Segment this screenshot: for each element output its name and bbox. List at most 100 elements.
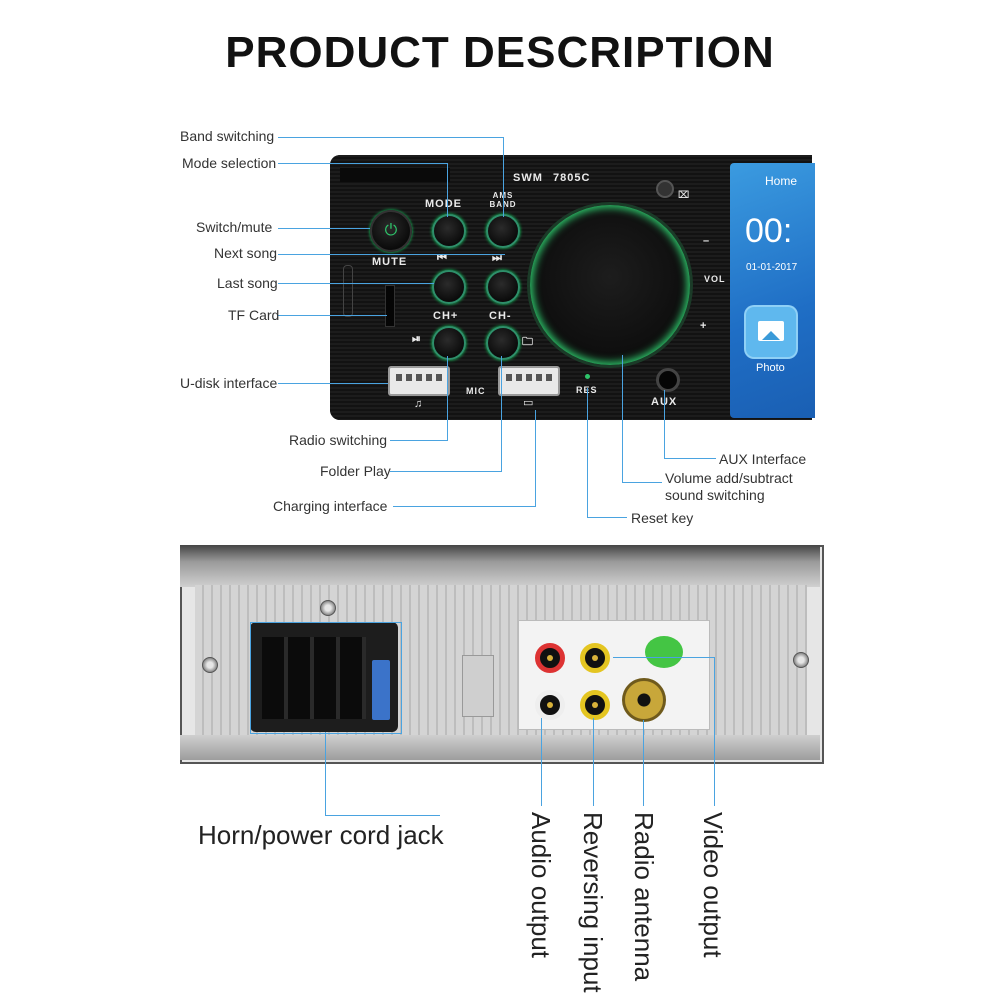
res-label: RES bbox=[576, 385, 598, 395]
line-udisk bbox=[278, 383, 388, 384]
music-note-icon: ♫ bbox=[414, 398, 424, 410]
page-title: PRODUCT DESCRIPTION bbox=[225, 28, 775, 77]
ch-plus-button[interactable] bbox=[432, 326, 466, 360]
slot-left bbox=[343, 265, 353, 317]
label-reversing-input: Reversing input bbox=[578, 812, 608, 993]
rca-reversing-in[interactable] bbox=[580, 690, 610, 720]
aux-jack[interactable] bbox=[656, 368, 680, 392]
aux-label: AUX bbox=[651, 396, 677, 408]
line-video bbox=[714, 657, 715, 806]
screen-home[interactable]: Home bbox=[765, 174, 798, 188]
line-radio-v bbox=[447, 356, 448, 440]
reset-hole[interactable] bbox=[585, 374, 590, 379]
ground-bracket bbox=[462, 655, 494, 717]
callout-folder-play: Folder Play bbox=[320, 463, 391, 479]
line-reset bbox=[587, 517, 627, 518]
callout-volume-1: Volume add/subtract bbox=[665, 470, 793, 486]
brand-label: SWM bbox=[513, 172, 543, 184]
lcd-screen bbox=[730, 163, 815, 418]
label-horn-power: Horn/power cord jack bbox=[198, 820, 444, 850]
folder-icon: 🗀 bbox=[522, 336, 534, 348]
vol-label: VOL bbox=[704, 274, 726, 284]
power-mute-button[interactable]: ⏻ bbox=[370, 210, 412, 252]
band-label: BAND bbox=[487, 201, 519, 209]
rear-panel-bottom bbox=[180, 735, 820, 760]
callout-volume-2: sound switching bbox=[665, 487, 765, 503]
mode-button[interactable] bbox=[432, 214, 466, 248]
green-sticker bbox=[645, 636, 683, 668]
screen-photo-label: Photo bbox=[756, 362, 785, 374]
callout-charging: Charging interface bbox=[273, 498, 388, 514]
prev-icon: ⏮ bbox=[437, 252, 448, 264]
screw-left bbox=[202, 657, 218, 673]
ch-plus-label: CH+ bbox=[433, 310, 459, 322]
fuse bbox=[372, 660, 390, 720]
line-aux-v bbox=[664, 390, 665, 458]
volume-knob[interactable] bbox=[530, 205, 690, 365]
ch-minus-button[interactable] bbox=[486, 326, 520, 360]
label-radio-antenna: Radio antenna bbox=[629, 812, 659, 982]
line-vol-v bbox=[622, 355, 623, 483]
line-mode-v bbox=[447, 163, 448, 217]
callout-reset: Reset key bbox=[631, 510, 694, 526]
label-audio-output: Audio output bbox=[526, 812, 556, 959]
callout-mode-selection: Mode selection bbox=[182, 155, 277, 171]
mic-label: MIC bbox=[466, 386, 486, 396]
callout-switch-mute: Switch/mute bbox=[196, 219, 273, 235]
mode-label: MODE bbox=[425, 198, 462, 210]
line-video-h bbox=[613, 657, 714, 658]
line-horn bbox=[325, 815, 440, 816]
screen-time: 00: bbox=[745, 212, 793, 250]
model-label: 7805C bbox=[553, 172, 591, 184]
next-icon: ⏭ bbox=[492, 252, 503, 264]
screw-top bbox=[320, 600, 336, 616]
battery-icon: ▭ bbox=[523, 397, 535, 409]
ch-minus-label: CH- bbox=[489, 310, 512, 322]
callout-band-switching: Band switching bbox=[180, 128, 275, 144]
line-charge bbox=[393, 506, 536, 507]
line-folder-v bbox=[501, 356, 502, 472]
power-icon: ⏻ bbox=[384, 222, 398, 239]
line-tf bbox=[278, 315, 387, 316]
photo-app-icon[interactable] bbox=[746, 307, 796, 357]
callout-last-song: Last song bbox=[217, 275, 278, 291]
vol-plus: + bbox=[700, 320, 708, 332]
display-strip bbox=[340, 168, 450, 182]
callout-u-disk: U-disk interface bbox=[180, 375, 278, 391]
last-song-button[interactable] bbox=[432, 270, 466, 304]
label-video-output: Video output bbox=[698, 812, 728, 958]
line-charge-v bbox=[535, 410, 536, 507]
line-band-v bbox=[503, 137, 504, 217]
usb-port-charging[interactable] bbox=[498, 366, 560, 396]
tf-card-slot[interactable] bbox=[385, 285, 395, 327]
rca-video-out[interactable] bbox=[580, 643, 610, 673]
screen-date: 01-01-2017 bbox=[746, 262, 798, 273]
line-band bbox=[278, 137, 503, 138]
band-button[interactable] bbox=[486, 214, 520, 248]
line-last bbox=[278, 283, 434, 284]
callout-radio-switching: Radio switching bbox=[289, 432, 388, 448]
line-antenna bbox=[643, 720, 644, 806]
vol-minus: – bbox=[703, 235, 711, 247]
mute-label: MUTE bbox=[372, 256, 408, 268]
line-folder bbox=[390, 471, 502, 472]
antenna-socket[interactable] bbox=[622, 678, 666, 722]
ams-label: AMS bbox=[489, 192, 517, 200]
screw-right bbox=[793, 652, 809, 668]
next-song-button[interactable] bbox=[486, 270, 520, 304]
callout-next-song: Next song bbox=[214, 245, 278, 261]
rca-audio-left[interactable] bbox=[535, 690, 565, 720]
line-switch bbox=[278, 228, 370, 229]
line-vol bbox=[622, 482, 662, 483]
line-audio bbox=[541, 718, 542, 806]
line-reset-v bbox=[587, 388, 588, 518]
usb-small-icon: ⌧ bbox=[678, 190, 691, 201]
play-pause-icon: ⏯ bbox=[412, 333, 422, 345]
iso-connector-pins bbox=[262, 637, 366, 719]
callout-tf-card: TF Card bbox=[228, 307, 280, 323]
line-reversing bbox=[593, 718, 594, 806]
usb-port-music[interactable] bbox=[388, 366, 450, 396]
line-horn-v bbox=[325, 732, 326, 815]
frame-iso bbox=[250, 622, 402, 734]
rca-audio-right[interactable] bbox=[535, 643, 565, 673]
